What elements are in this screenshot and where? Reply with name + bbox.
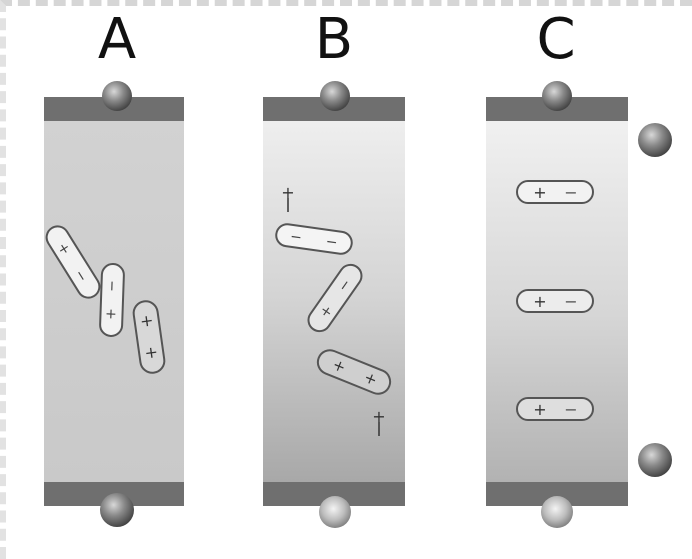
particle-b3-plus: + xyxy=(330,355,348,376)
panel-label-b: B xyxy=(314,7,354,72)
panel-a-bottom-terminal xyxy=(100,493,134,527)
particle-c2: + − xyxy=(516,289,594,313)
panel-b-top-terminal xyxy=(320,81,350,111)
panel-a-top-terminal xyxy=(102,81,132,111)
particle-c3-minus: − xyxy=(564,400,577,419)
panel-b-free-plus: + xyxy=(281,183,294,202)
particle-c1: + − xyxy=(516,180,594,204)
particle-c2-minus: − xyxy=(564,292,577,311)
particle-a3-plus-2: + xyxy=(141,345,162,361)
particle-b2: + − xyxy=(307,263,363,333)
panel-c-side-terminal-top xyxy=(638,123,672,157)
particle-a2-minus: − xyxy=(103,280,119,292)
particle-b1-minus-2: − xyxy=(325,234,339,251)
panel-b: − − + − + + + + xyxy=(263,81,405,528)
particle-c1-minus: − xyxy=(564,183,577,202)
particle-c1-plus: + xyxy=(533,183,546,202)
particle-a3-plus: + xyxy=(137,313,158,329)
panel-c: + − + − + − xyxy=(486,81,672,528)
particle-a3: + + xyxy=(132,300,166,374)
panel-c-bottom-terminal xyxy=(541,496,573,528)
particle-c3-plus: + xyxy=(533,400,546,419)
panel-c-top-terminal xyxy=(542,81,572,111)
particle-a2-plus: + xyxy=(102,308,118,320)
particle-c3: + − xyxy=(516,397,594,421)
particle-b3-plus-2: + xyxy=(361,368,379,389)
panel-c-side-terminal-bottom xyxy=(638,443,672,477)
particle-b1-minus: − xyxy=(289,229,303,246)
panel-a: + − − + + + xyxy=(44,81,184,527)
particle-a1: + − xyxy=(45,225,101,299)
particle-b1: − − xyxy=(275,223,353,255)
particle-b3: + + xyxy=(316,349,392,395)
particle-a2: − + xyxy=(99,263,125,337)
particle-c2-plus: + xyxy=(533,292,546,311)
panel-b-free-plus-2: + xyxy=(372,407,385,426)
panel-label-a: A xyxy=(97,7,137,72)
panel-b-bottom-terminal xyxy=(319,496,351,528)
panel-label-c: C xyxy=(536,7,576,72)
